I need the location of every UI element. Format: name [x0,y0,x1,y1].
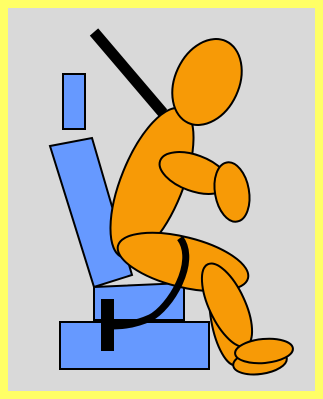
belt-buckle [101,299,114,351]
seat-headrest [63,74,85,129]
seat-base [60,322,209,369]
